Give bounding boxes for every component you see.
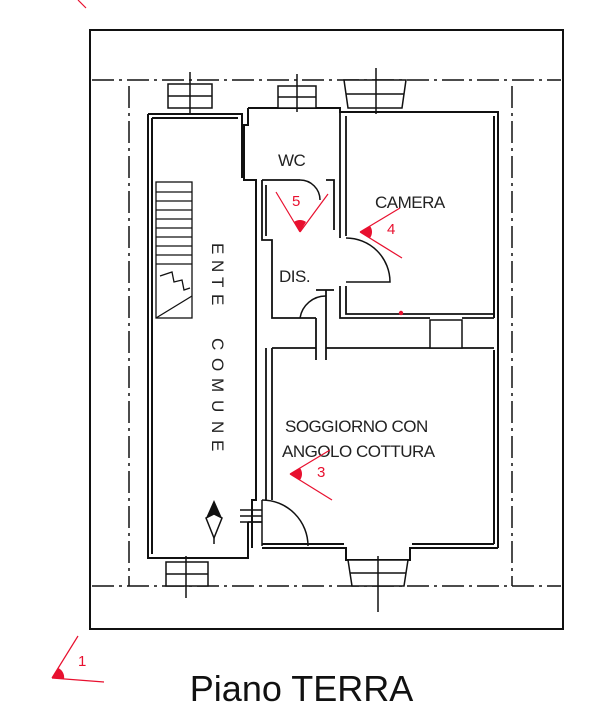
door-swings bbox=[261, 179, 391, 547]
room-label-camera: CAMERA bbox=[375, 193, 446, 212]
interior-walls bbox=[261, 112, 494, 500]
viewpoint-marker-1: 1 bbox=[51, 635, 105, 683]
viewpoint-number-1: 1 bbox=[78, 653, 86, 670]
viewpoint-number-3: 3 bbox=[317, 464, 325, 481]
viewpoint-marker-4: 4 bbox=[359, 207, 403, 259]
reference-dot bbox=[398, 310, 404, 316]
ente-letter: N bbox=[208, 260, 227, 272]
ente-letter: T bbox=[208, 277, 227, 287]
floor-title: Piano TERRA bbox=[189, 668, 414, 709]
comune-letter: E bbox=[208, 440, 227, 451]
ente-letter: E bbox=[208, 294, 227, 305]
viewpoint-number-5: 5 bbox=[292, 193, 300, 210]
comune-letter: U bbox=[208, 400, 227, 412]
comune-letter: O bbox=[208, 358, 227, 371]
comune-letter: N bbox=[208, 421, 227, 433]
comune-letter: M bbox=[208, 378, 227, 392]
room-label-wc: WC bbox=[278, 151, 306, 170]
room-label-dis: DIS. bbox=[279, 267, 310, 286]
room-label-soggiorno-line2: ANGOLO COTTURA bbox=[282, 442, 436, 461]
entrance-gate bbox=[240, 509, 262, 523]
room-label-soggiorno-line1: SOGGIORNO CON bbox=[285, 417, 428, 436]
viewpoint-marker-3: 3 bbox=[289, 449, 333, 501]
offscreen-marker-line bbox=[77, 0, 87, 9]
common-area-label-letters: E N T E C O M U N E bbox=[208, 243, 227, 451]
viewpoint-marker-5: 5 bbox=[275, 191, 329, 233]
viewpoint-number-4: 4 bbox=[387, 221, 395, 238]
exterior-walls bbox=[147, 107, 499, 561]
staircase bbox=[155, 181, 193, 319]
comune-letter: C bbox=[208, 338, 227, 350]
plan-frame bbox=[89, 29, 564, 630]
entrance-arrow-icon bbox=[205, 500, 223, 544]
windows bbox=[165, 68, 463, 612]
ente-letter: E bbox=[208, 243, 227, 254]
